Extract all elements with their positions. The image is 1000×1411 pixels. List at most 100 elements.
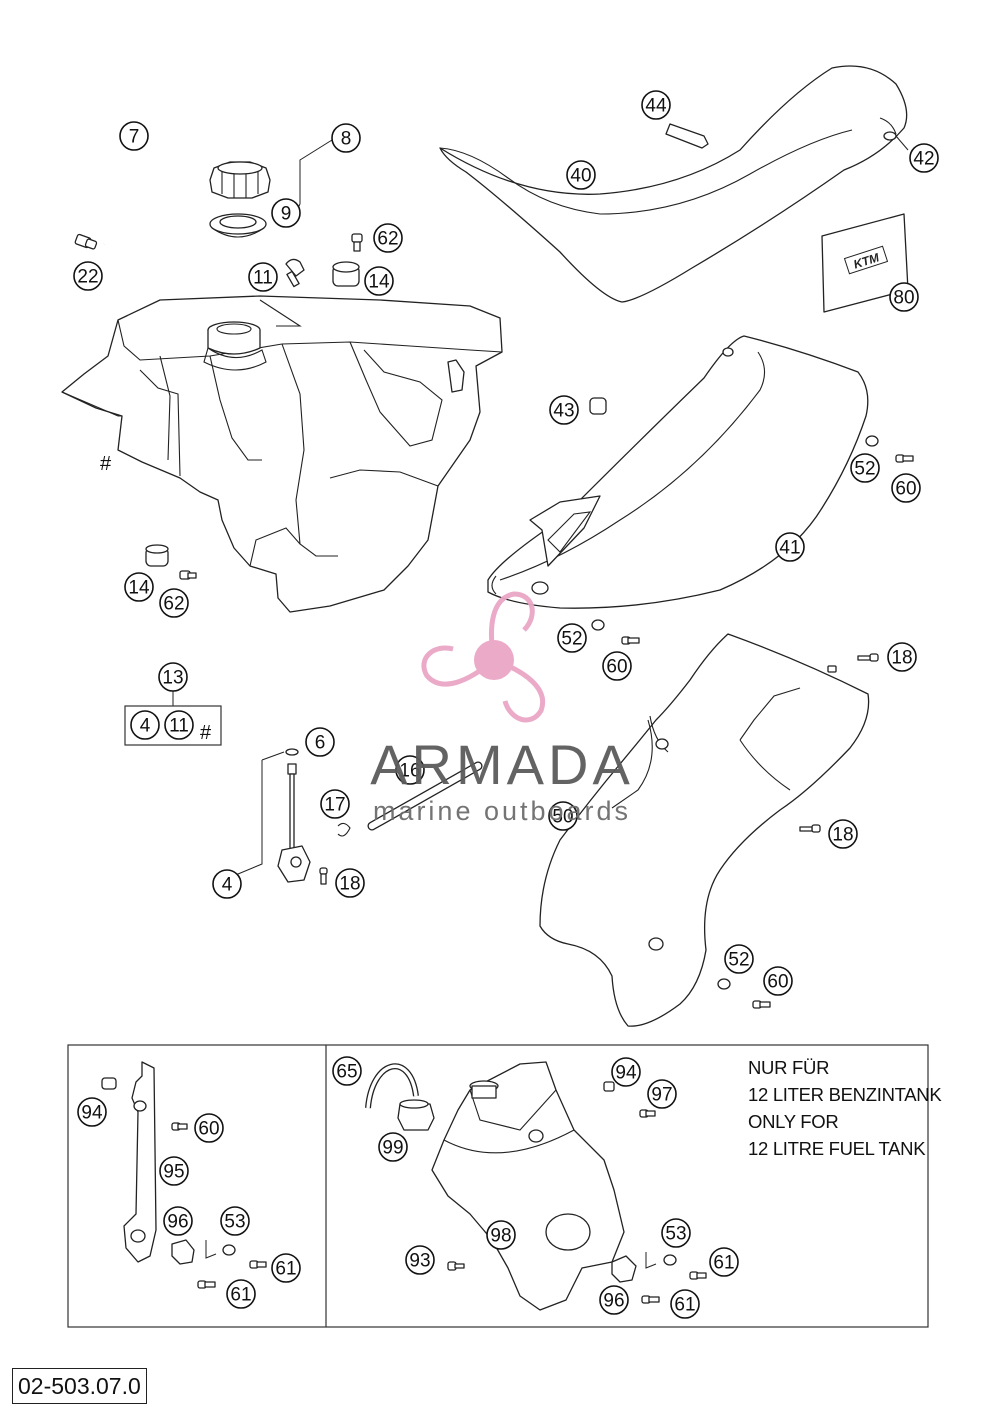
callout-label: 93 bbox=[409, 1251, 430, 1272]
note-line-4: 12 LITRE FUEL TANK bbox=[748, 1138, 926, 1159]
callout-96: 96 bbox=[163, 1206, 193, 1236]
screw-18-b bbox=[799, 824, 821, 833]
callout-50: 50 bbox=[548, 801, 578, 831]
callout-label: 96 bbox=[603, 1291, 624, 1312]
callout-96: 96 bbox=[599, 1285, 629, 1315]
callout-label: 97 bbox=[651, 1085, 672, 1106]
callout-label: 11 bbox=[253, 268, 273, 289]
callout-17: 17 bbox=[320, 789, 350, 819]
screw-62-lower bbox=[179, 570, 197, 580]
callout-label: 22 bbox=[77, 267, 98, 288]
callout-14: 14 bbox=[124, 572, 154, 602]
callout-label: 62 bbox=[377, 229, 398, 250]
screw-93 bbox=[447, 1261, 465, 1271]
callout-label: 94 bbox=[81, 1103, 103, 1124]
fuel-tank bbox=[61, 295, 503, 613]
callout-53: 53 bbox=[220, 1206, 250, 1236]
tank-cap-8 bbox=[209, 161, 271, 199]
callout-7: 7 bbox=[119, 121, 149, 151]
callout-43: 43 bbox=[549, 395, 579, 425]
callout-label: 4 bbox=[222, 875, 233, 896]
callout-52: 52 bbox=[724, 944, 754, 974]
watermark-subtitle: marine outboards bbox=[373, 796, 631, 826]
hose-65 bbox=[365, 1063, 419, 1109]
propeller-logo-icon bbox=[418, 591, 553, 726]
screw-97 bbox=[639, 1109, 656, 1118]
callout-18: 18 bbox=[828, 819, 858, 849]
callout-label: 94 bbox=[615, 1063, 637, 1084]
bracket-96-left bbox=[171, 1239, 195, 1265]
variant-note: NUR FÜR 12 LITER BENZINTANK ONLY FOR 12 … bbox=[748, 1054, 942, 1162]
callout-label: 17 bbox=[324, 795, 345, 816]
callout-60: 60 bbox=[891, 473, 921, 503]
callout-97: 97 bbox=[647, 1079, 677, 1109]
callout-6: 6 bbox=[305, 727, 335, 757]
callout-22: 22 bbox=[73, 261, 103, 291]
note-line-3: ONLY FOR bbox=[748, 1111, 839, 1132]
callout-label: 62 bbox=[163, 594, 184, 615]
callout-label: 41 bbox=[779, 538, 800, 559]
watermark: ARMADA marine outboards bbox=[370, 591, 631, 826]
callout-label: 43 bbox=[553, 401, 574, 422]
callout-94: 94 bbox=[77, 1097, 107, 1127]
callout-60: 60 bbox=[602, 651, 632, 681]
callout-42: 42 bbox=[909, 143, 939, 173]
screw-60-a bbox=[895, 454, 914, 463]
callout-60: 60 bbox=[194, 1113, 224, 1143]
hash-marks: ## bbox=[100, 453, 212, 744]
cap-99 bbox=[397, 1099, 435, 1131]
callout-label: 53 bbox=[665, 1224, 686, 1245]
screw-62-top bbox=[351, 233, 363, 252]
drawing-code: 02-503.07.0 bbox=[12, 1368, 147, 1404]
washer-52-b bbox=[591, 619, 605, 631]
callout-label: 4 bbox=[140, 716, 151, 737]
fuel-hose-16 bbox=[367, 761, 483, 831]
callout-61: 61 bbox=[709, 1247, 739, 1277]
callout-label: 50 bbox=[552, 807, 573, 828]
bushing-43 bbox=[589, 397, 607, 415]
callout-label: 7 bbox=[129, 127, 140, 148]
callout-61: 61 bbox=[271, 1253, 301, 1283]
callout-label: 60 bbox=[198, 1119, 219, 1140]
grommet-14-lower bbox=[145, 544, 169, 567]
fitting-22 bbox=[74, 233, 98, 250]
leader-4-6 bbox=[213, 751, 285, 885]
fuel-tap-4 bbox=[277, 748, 311, 883]
screw-18-c bbox=[319, 867, 328, 885]
callout-80: 80 bbox=[889, 282, 919, 312]
screw-11 bbox=[285, 258, 305, 288]
callout-label: 14 bbox=[128, 578, 150, 599]
callout-18: 18 bbox=[335, 868, 365, 898]
callout-52: 52 bbox=[557, 623, 587, 653]
callout-62: 62 bbox=[159, 588, 189, 618]
callout-label: 8 bbox=[341, 129, 352, 150]
note-line-1: NUR FÜR bbox=[748, 1057, 830, 1078]
callout-label: 96 bbox=[167, 1212, 188, 1233]
side-cover-50 bbox=[539, 633, 870, 1027]
clip-17 bbox=[337, 822, 351, 837]
callout-61: 61 bbox=[226, 1279, 256, 1309]
callout-41: 41 bbox=[775, 532, 805, 562]
fuel-hose-7 bbox=[101, 117, 239, 245]
washer-53-left bbox=[222, 1244, 236, 1256]
callout-94: 94 bbox=[611, 1057, 641, 1087]
callout-label: 18 bbox=[339, 874, 360, 895]
screw-60-c bbox=[752, 1000, 771, 1009]
callout-14: 14 bbox=[364, 266, 394, 296]
callout-65: 65 bbox=[332, 1056, 362, 1086]
seat-40 bbox=[439, 65, 908, 303]
callout-label: 16 bbox=[399, 761, 420, 782]
callout-93: 93 bbox=[405, 1245, 435, 1275]
callout-label: 60 bbox=[606, 657, 627, 678]
callout-label: 52 bbox=[728, 950, 749, 971]
callout-label: 80 bbox=[893, 288, 914, 309]
callout-label: 6 bbox=[315, 733, 326, 754]
screw-61-left-b bbox=[197, 1280, 216, 1289]
nut-94-right bbox=[603, 1081, 615, 1092]
callout-4: 4 bbox=[212, 869, 242, 899]
washer-52-c bbox=[717, 978, 731, 990]
callout-99: 99 bbox=[378, 1132, 408, 1162]
callout-label: 61 bbox=[713, 1253, 734, 1274]
grommet-14-top bbox=[332, 261, 360, 287]
